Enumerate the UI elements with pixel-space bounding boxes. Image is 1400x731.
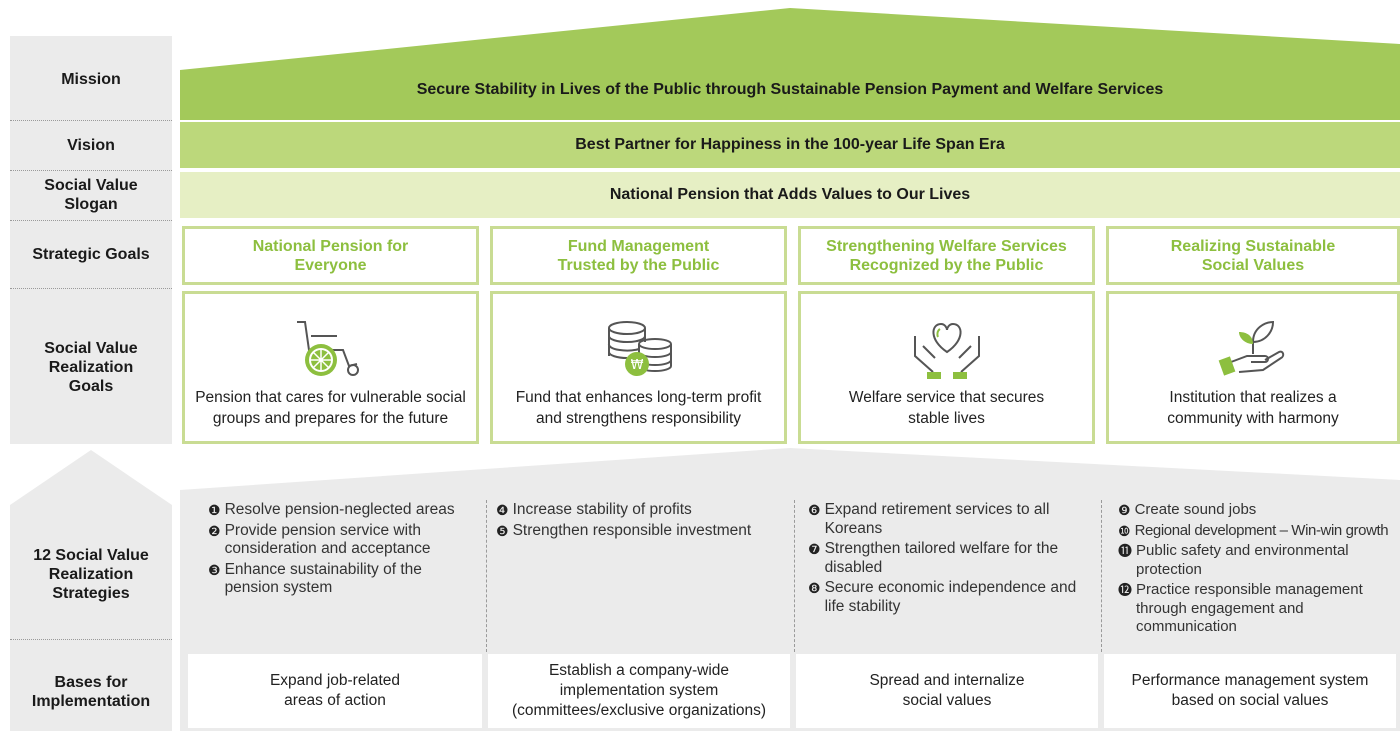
hands-heart-icon (907, 316, 987, 391)
separator (10, 170, 172, 171)
strategy-text: Strengthen tailored welfare for the disa… (824, 540, 1059, 576)
strategy-text: Enhance sustainability of the pension sy… (224, 560, 422, 597)
strategy-number: ❷ (208, 522, 221, 539)
strategy-text: Increase stability of profits (512, 501, 692, 518)
strategy-text: Resolve pension-neglected areas (224, 501, 455, 518)
base-box: Expand job-related areas of action (188, 654, 482, 728)
strategy-number: ❻ (808, 502, 821, 518)
strategic-goal: Fund Management Trusted by the Public (490, 226, 787, 285)
column-divider (794, 500, 795, 652)
strategy-text: Practice responsible management through … (1136, 581, 1363, 635)
strategy-number: ❺ (496, 522, 509, 539)
strategy-number: ❼ (808, 541, 821, 557)
column-divider (1101, 500, 1102, 652)
label-strategic-goals: Strategic Goals (32, 245, 150, 263)
base-box: Establish a company-wide implementation … (488, 654, 790, 728)
label-realization-goals: Social Value Realization Goals (44, 339, 138, 395)
coins-won-icon: ₩ (599, 316, 679, 385)
left-column-top (10, 36, 172, 444)
strategy-number: ❶ (208, 502, 221, 518)
strategies-roof (180, 448, 1400, 652)
vision-band: Best Partner for Happiness in the 100-ye… (180, 122, 1400, 168)
strategy-number: ❿ (1118, 522, 1131, 539)
column-divider (486, 500, 487, 652)
strategy-text: Provide pension service with considerati… (224, 521, 431, 558)
strategic-goal: Strengthening Welfare Services Recognize… (798, 226, 1095, 285)
strategy-text: Create sound jobs (1134, 501, 1257, 518)
label-bases: Bases for Implementation (31, 674, 151, 710)
label-slogan: Social Value Slogan (44, 177, 138, 213)
realization-goal-card: ₩ Fund that enhances long-term profit an… (490, 291, 787, 444)
strategy-number: ❽ (808, 580, 821, 596)
realization-goal-card: Welfare service that secures stable live… (798, 291, 1095, 444)
separator (10, 639, 172, 640)
separator (10, 120, 172, 121)
realization-goal-text: Institution that realizes a community wi… (1167, 389, 1339, 427)
base-box: Spread and internalize social values (796, 654, 1098, 728)
strategy-text: Strengthen responsible investment (512, 521, 752, 539)
realization-goal-text: Pension that cares for vulnerable social… (195, 389, 466, 427)
label-strategies: 12 Social Value Realization Strategies (33, 546, 149, 602)
separator (10, 220, 172, 221)
base-box: Performance management system based on s… (1104, 654, 1396, 728)
wheelchair-icon (291, 316, 371, 385)
mission-roof (180, 8, 1400, 120)
strategy-text: Public safety and environmental protecti… (1136, 542, 1349, 578)
strategy-text: Secure economic independence and life st… (824, 579, 1077, 615)
strategy-text: Expand retirement services to all Korean… (824, 501, 1050, 537)
strategy-number: ⓬ (1118, 582, 1132, 598)
slogan-band: National Pension that Adds Values to Our… (180, 172, 1400, 218)
label-vision: Vision (67, 136, 115, 154)
svg-text:₩: ₩ (630, 358, 643, 373)
strategic-goal: Realizing Sustainable Social Values (1106, 226, 1400, 285)
realization-goal-text: Welfare service that secures stable live… (848, 389, 1045, 427)
strategy-number: ❹ (496, 502, 509, 518)
strategic-goal: National Pension for Everyone (182, 226, 479, 285)
left-arrow-up (10, 450, 172, 731)
realization-goal-text: Fund that enhances long-term profit and … (515, 389, 762, 427)
hand-plant-icon (1213, 316, 1293, 385)
strategy-text: Regional development – Win-win growth (1134, 521, 1389, 539)
separator (10, 288, 172, 289)
realization-goal-card: Institution that realizes a community wi… (1106, 291, 1400, 444)
realization-goal-card: Pension that cares for vulnerable social… (182, 291, 479, 444)
strategy-number: ❾ (1118, 502, 1131, 518)
strategy-number: ❸ (208, 561, 221, 578)
mission-text: Secure Stability in Lives of the Public … (416, 81, 1164, 98)
label-mission: Mission (61, 70, 121, 88)
strategy-number: ⓫ (1118, 543, 1132, 559)
